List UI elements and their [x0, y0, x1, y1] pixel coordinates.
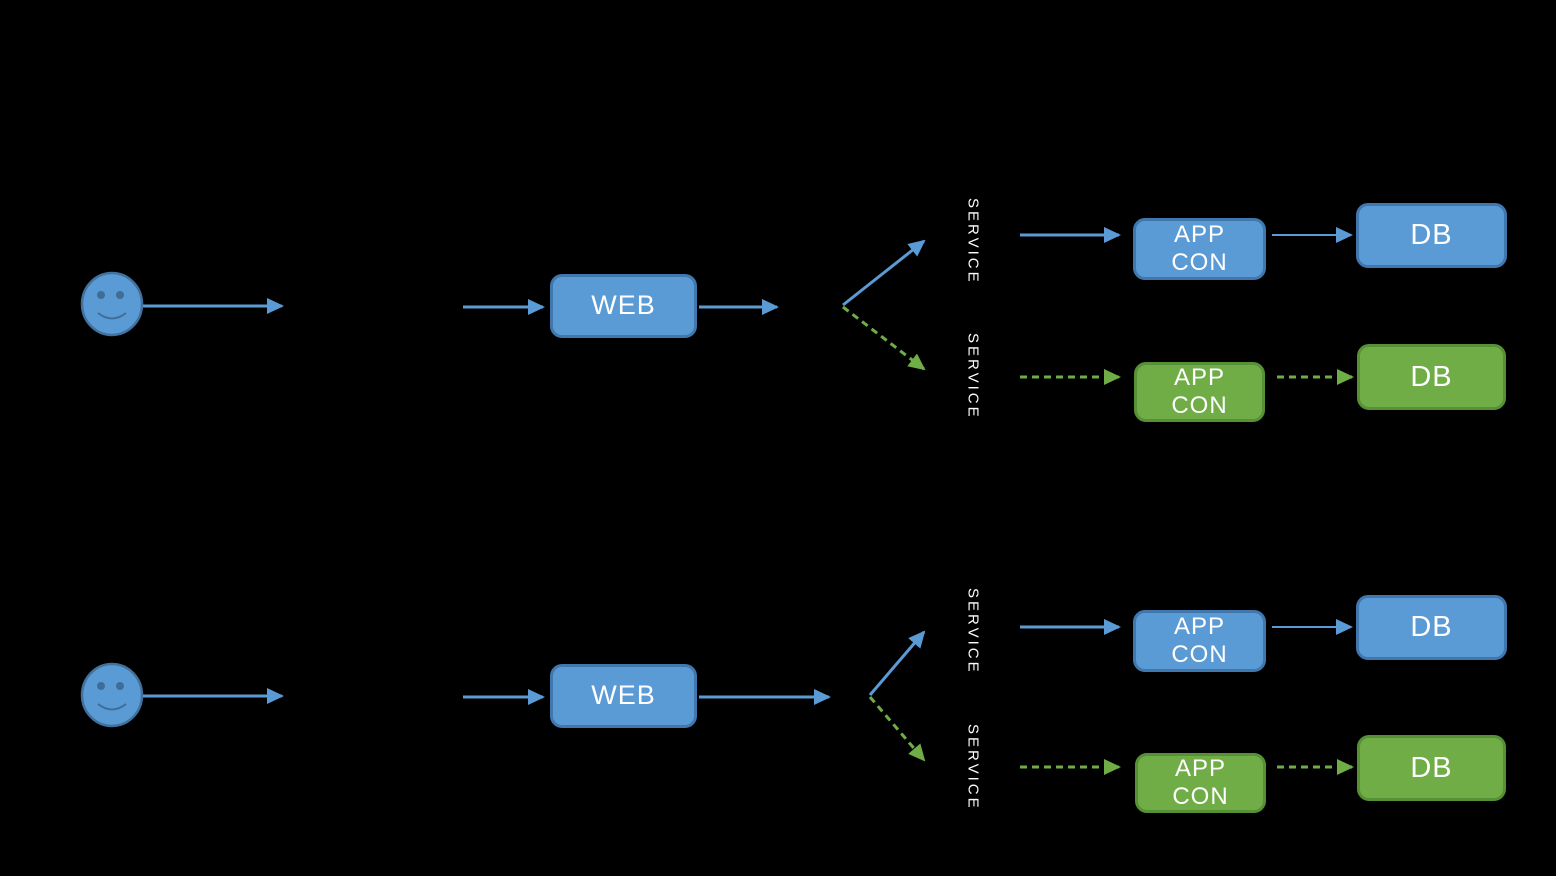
service-label: SERVICE [956, 331, 990, 421]
app-con-line1: APP [1173, 612, 1226, 640]
app-con-line2: CON [1172, 783, 1229, 810]
user-smiley-icon [80, 662, 144, 728]
web-box: WEB [550, 274, 697, 338]
app-con-line1: APP [1173, 363, 1226, 391]
app-con-line2: CON [1171, 249, 1228, 276]
service-label: SERVICE [956, 722, 990, 812]
service-label: SERVICE [956, 586, 990, 676]
app-con-box: APP CON [1133, 610, 1266, 672]
app-con-line2: CON [1171, 641, 1228, 668]
db-label: DB [1410, 611, 1453, 644]
branch-arrow-green-dashed [842, 305, 926, 371]
app-con-box: APP CON [1135, 753, 1266, 813]
service-label-text: SERVICE [964, 723, 982, 811]
db-box: DB [1357, 735, 1506, 801]
db-label: DB [1410, 360, 1453, 393]
web-label: WEB [591, 680, 656, 711]
branch-arrow-green-dashed [868, 696, 926, 762]
app-con-line2: CON [1171, 392, 1228, 419]
db-box: DB [1356, 595, 1507, 660]
db-box: DB [1357, 344, 1506, 410]
app-con-line1: APP [1173, 220, 1226, 248]
branch-arrow-blue [842, 239, 926, 307]
service-label-text: SERVICE [964, 332, 982, 420]
service-label-text: SERVICE [964, 587, 982, 675]
app-con-box: APP CON [1134, 362, 1265, 422]
app-con-box: APP CON [1133, 218, 1266, 280]
branch-arrow-blue [868, 630, 926, 696]
service-label-text: SERVICE [964, 197, 982, 285]
web-label: WEB [591, 290, 656, 321]
app-con-line1: APP [1174, 754, 1227, 782]
db-label: DB [1410, 751, 1453, 784]
user-smiley-icon [80, 271, 144, 337]
service-label: SERVICE [956, 196, 990, 286]
db-label: DB [1410, 219, 1453, 252]
db-box: DB [1356, 203, 1507, 268]
web-box: WEB [550, 664, 697, 728]
